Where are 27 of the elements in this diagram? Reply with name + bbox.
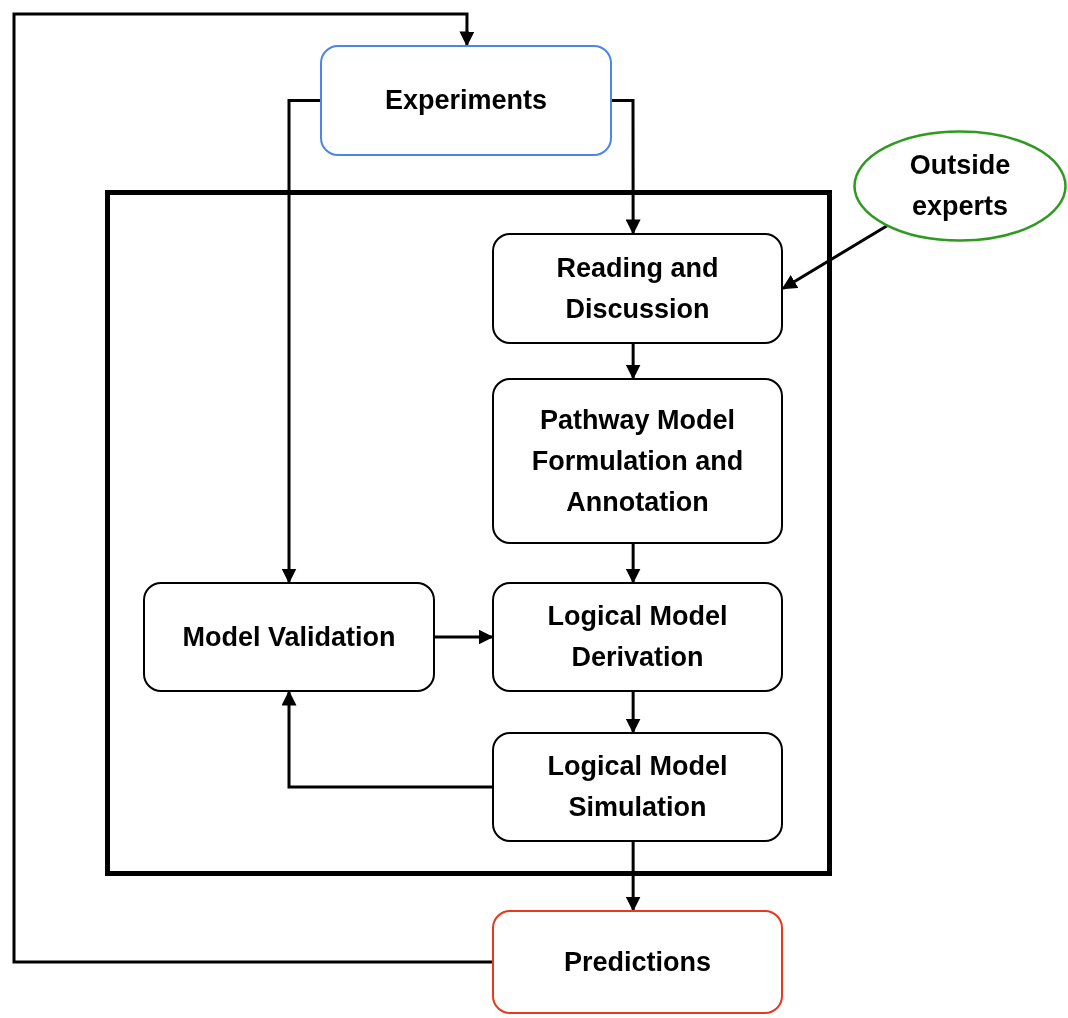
- process-box: [143, 582, 435, 692]
- node-label: Experiments: [383, 84, 549, 117]
- node-label: Predictions: [562, 945, 712, 979]
- process-box: [492, 732, 783, 842]
- frame-box: [105, 190, 832, 876]
- arrow: [281, 99, 320, 584]
- arrow: [625, 544, 641, 584]
- arrow: [625, 344, 641, 380]
- node-label: Model Validation: [181, 620, 397, 654]
- process-box: [492, 582, 783, 692]
- arrow: [612, 99, 641, 235]
- node-label: Logical Model Simulation: [546, 750, 729, 824]
- arrow: [281, 690, 492, 789]
- node-label: Logical Model Derivation: [546, 600, 729, 674]
- arrow: [435, 629, 494, 645]
- node-label: Pathway Model Formulation and Annotation: [530, 403, 745, 519]
- process-box: [320, 45, 612, 156]
- node-label: Outside experts: [908, 149, 1012, 223]
- process-box: [492, 233, 783, 344]
- arrow: [625, 692, 641, 734]
- ellipse-node: [853, 130, 1067, 242]
- arrow: [781, 223, 889, 290]
- process-box: [492, 378, 783, 544]
- arrow: [625, 842, 641, 912]
- process-box: [492, 910, 783, 1014]
- arrow: [12, 12, 492, 964]
- node-label: Reading and Discussion: [555, 251, 720, 326]
